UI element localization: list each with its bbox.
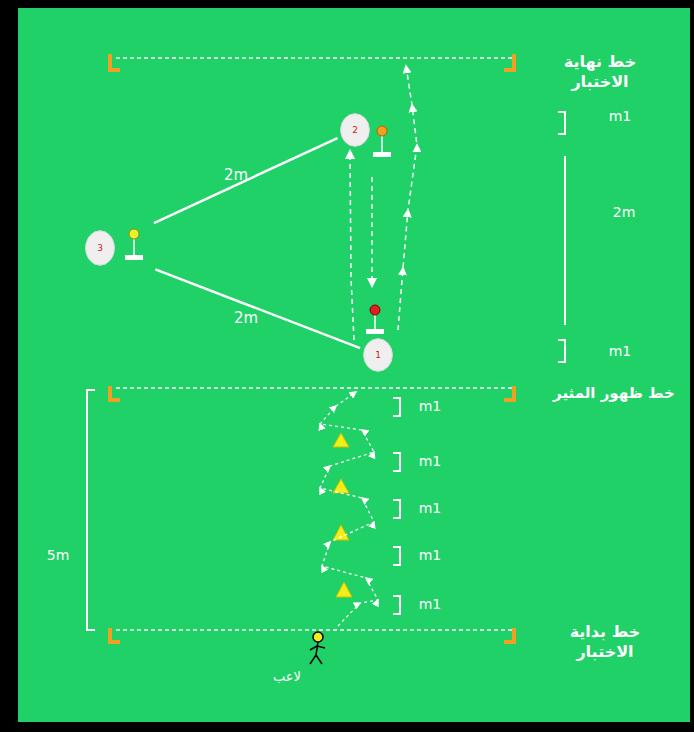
exit-run [398,66,417,330]
line-title: خط ظهور المثير [553,384,675,403]
distance-label: 2m [613,204,636,222]
movement-arrow [350,151,354,340]
zigzag-run [320,392,378,626]
test-lines [116,58,512,630]
station-number: 2 [352,126,358,135]
distance-label: m1 [419,500,442,518]
distance-label: 2m [224,166,248,184]
cones [333,433,352,597]
distance-label: m1 [609,108,632,126]
circle-shape [364,339,393,372]
corner-markers [110,54,514,642]
station-circle: 2 [340,113,370,147]
player-label: لاعب [273,669,301,685]
circle-shape [341,114,370,147]
movement-arrow [371,177,373,286]
distance-label: m1 [419,398,442,416]
distance-label: m1 [419,596,442,614]
distance-line [155,269,360,348]
line-title: خط بداية الاختبار [555,622,655,662]
distance-label: 2m [234,309,258,327]
player-figure [310,632,325,664]
line-title: خط نهاية الاختبار [550,52,650,92]
station-number: 3 [97,244,103,253]
dimension-brackets [87,112,565,630]
distance-label: m1 [419,547,442,565]
green-ground [18,8,690,722]
distance-label: m1 [419,453,442,471]
distance-label: 5m [47,547,70,565]
distance-label: m1 [609,343,632,361]
station-circle: 3 [85,230,115,266]
distance-line [154,138,338,223]
circle-shape [86,231,115,266]
station-circle: 1 [363,338,393,372]
station-number: 1 [375,351,381,360]
